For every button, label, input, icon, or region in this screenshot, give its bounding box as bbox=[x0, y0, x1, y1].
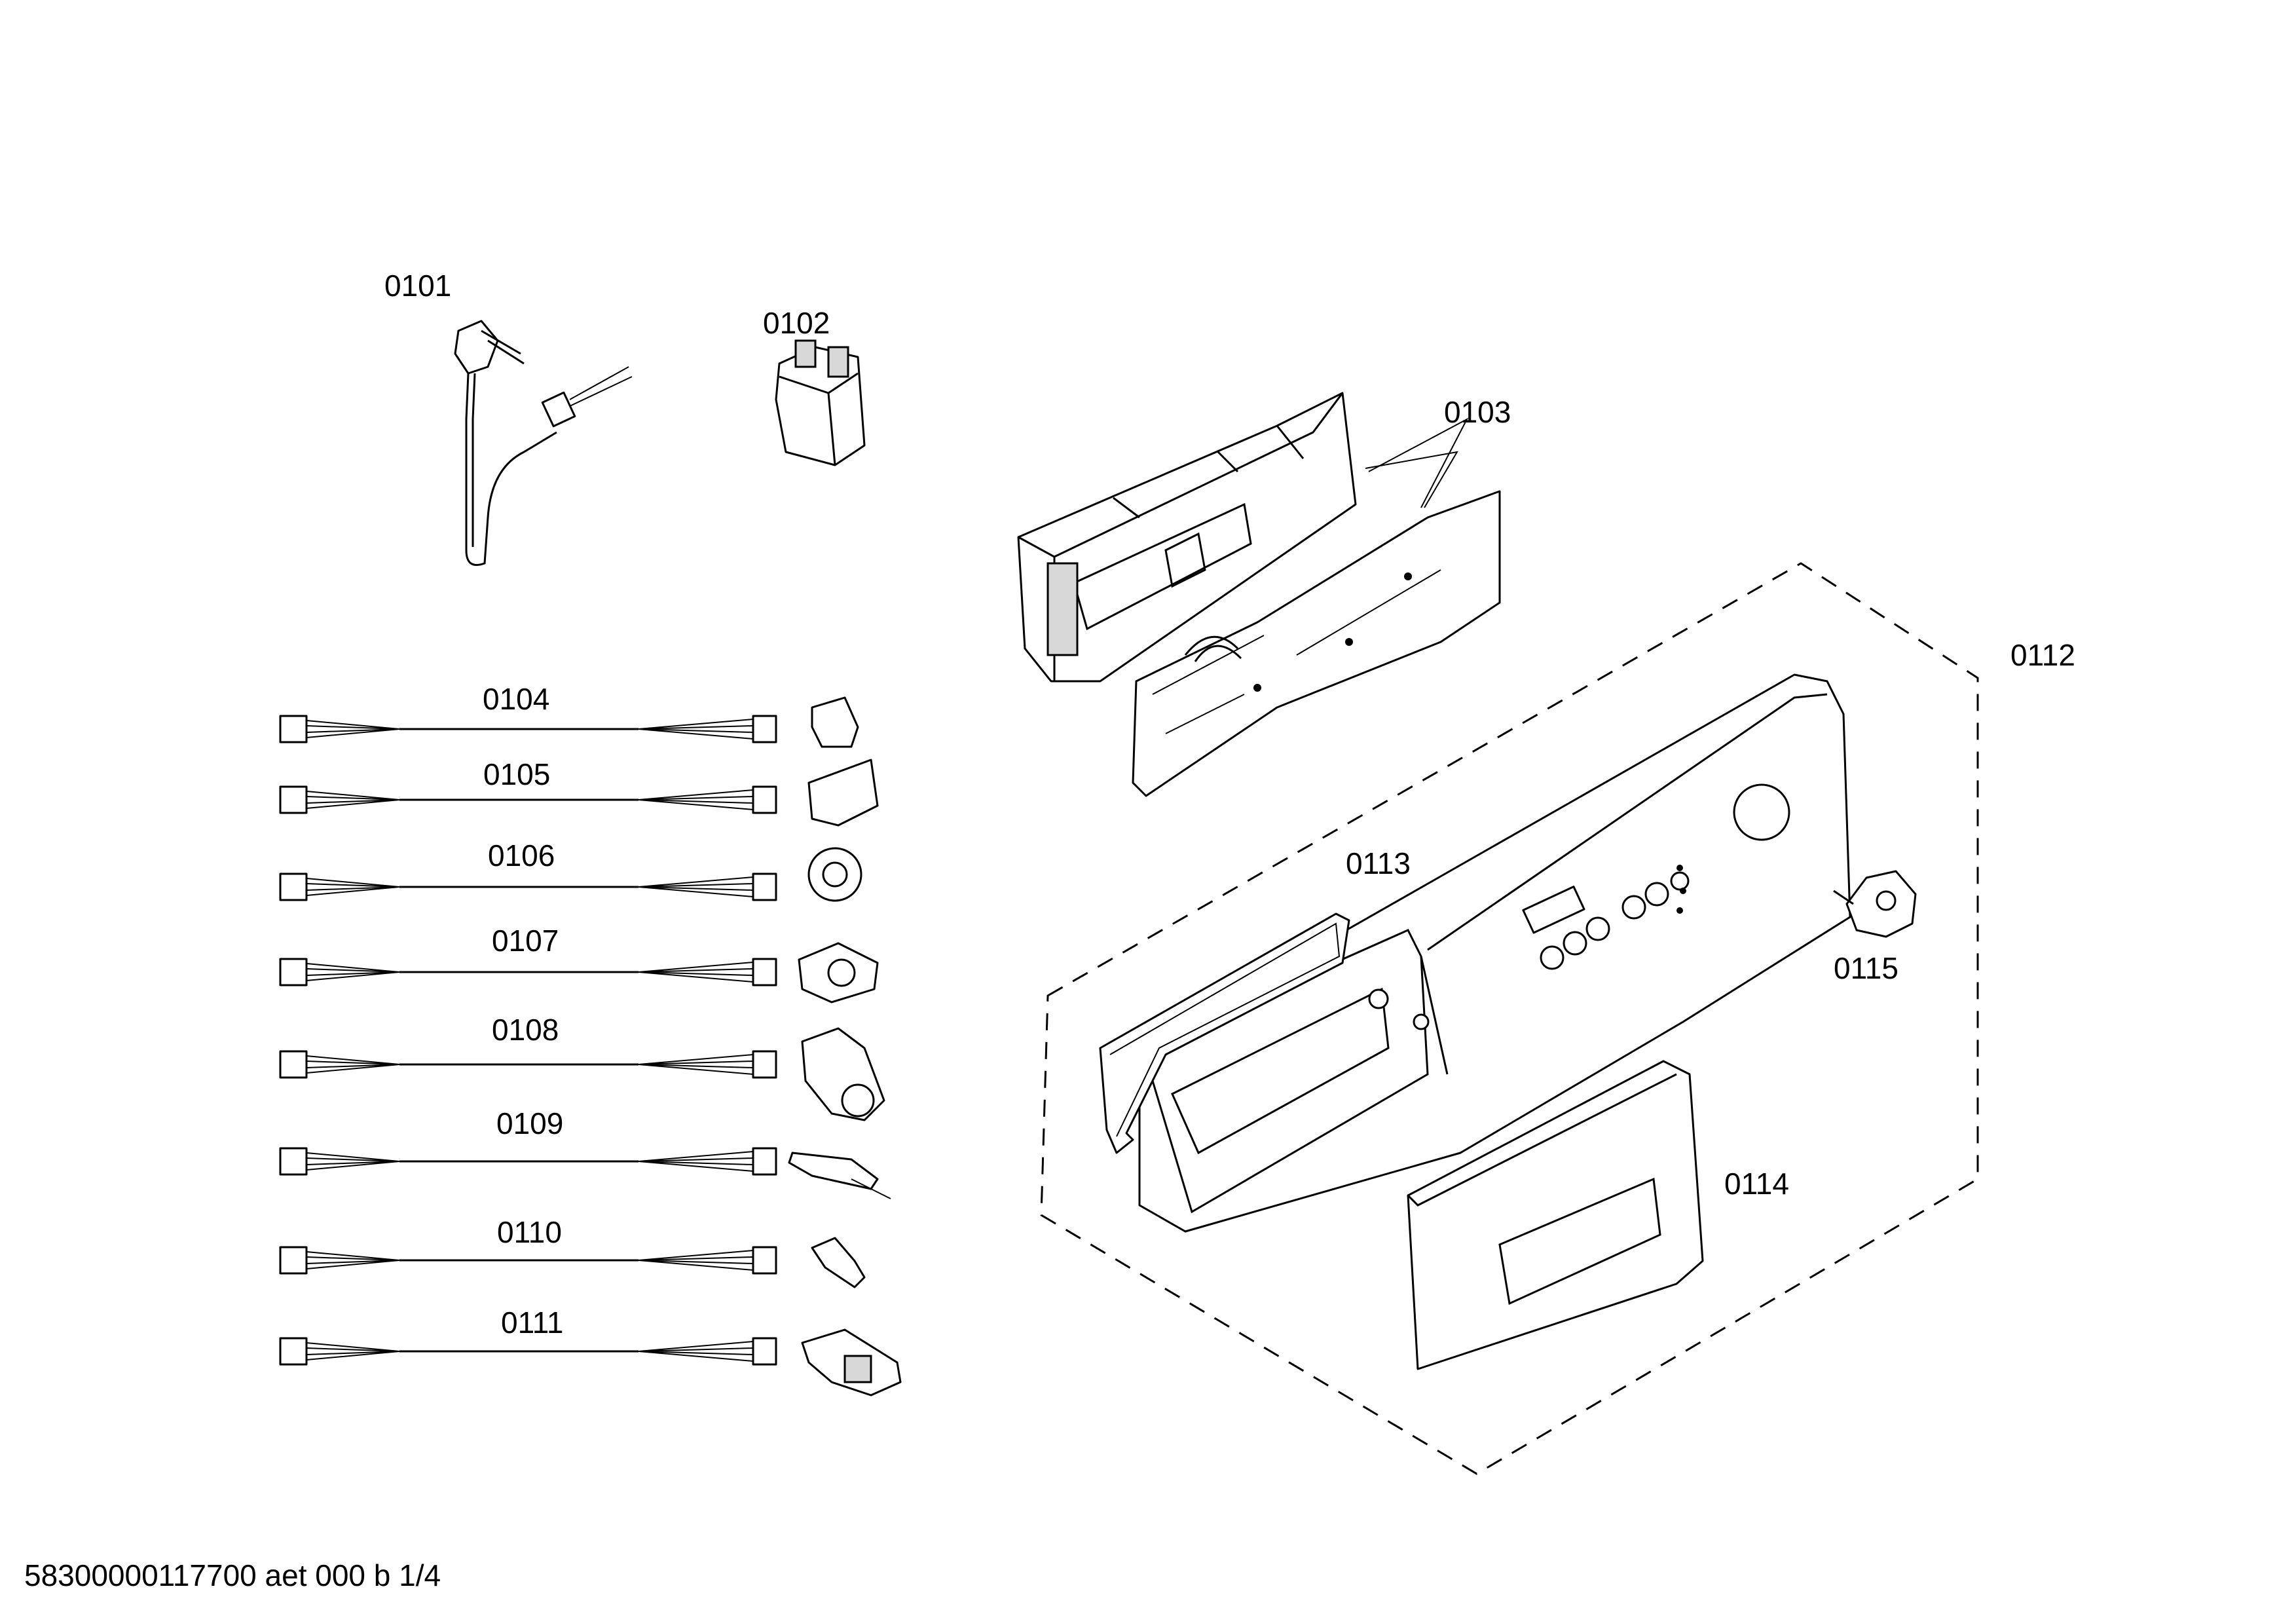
harness-0111[interactable] bbox=[279, 1328, 902, 1397]
harness-0104[interactable] bbox=[279, 696, 859, 748]
control-module-0103[interactable] bbox=[1017, 392, 1501, 797]
assembly-boundary-0112 bbox=[1040, 562, 1979, 1475]
label-0101: 0101 bbox=[384, 269, 451, 303]
label-0114: 0114 bbox=[1724, 1167, 1789, 1201]
power-cord-0101[interactable] bbox=[454, 320, 633, 566]
label-0106: 0106 bbox=[488, 838, 555, 873]
fascia-panel[interactable] bbox=[1138, 673, 1851, 1233]
drawer-handle-0114[interactable] bbox=[1407, 1060, 1704, 1370]
label-0115: 0115 bbox=[1834, 951, 1898, 985]
harness-0108[interactable] bbox=[279, 1027, 885, 1121]
label-0113: 0113 bbox=[1346, 846, 1411, 880]
label-0109: 0109 bbox=[496, 1106, 563, 1140]
harness-0105[interactable] bbox=[279, 759, 879, 827]
label-0108: 0108 bbox=[492, 1013, 559, 1047]
knob-0115[interactable] bbox=[1833, 870, 1917, 938]
harness-0107[interactable] bbox=[279, 942, 879, 1004]
label-0105: 0105 bbox=[483, 757, 550, 791]
label-0104: 0104 bbox=[483, 682, 549, 716]
label-0110: 0110 bbox=[497, 1215, 562, 1249]
harness-0110[interactable] bbox=[279, 1237, 866, 1288]
seal-0113[interactable] bbox=[1099, 912, 1350, 1154]
label-0107: 0107 bbox=[492, 924, 559, 958]
label-0102: 0102 bbox=[763, 306, 830, 340]
leader-0103 bbox=[1365, 451, 1458, 508]
drawing-reference: 58300000117700 aet 000 b 1/4 bbox=[24, 1558, 441, 1592]
suppressor-0102[interactable] bbox=[775, 339, 866, 466]
label-0103: 0103 bbox=[1444, 395, 1511, 429]
label-0112: 0112 bbox=[2010, 638, 2075, 672]
label-0111: 0111 bbox=[501, 1305, 564, 1340]
harness-0109[interactable] bbox=[279, 1147, 891, 1199]
harness-0106[interactable] bbox=[279, 847, 862, 902]
seal-inner-edge bbox=[1109, 922, 1341, 1137]
